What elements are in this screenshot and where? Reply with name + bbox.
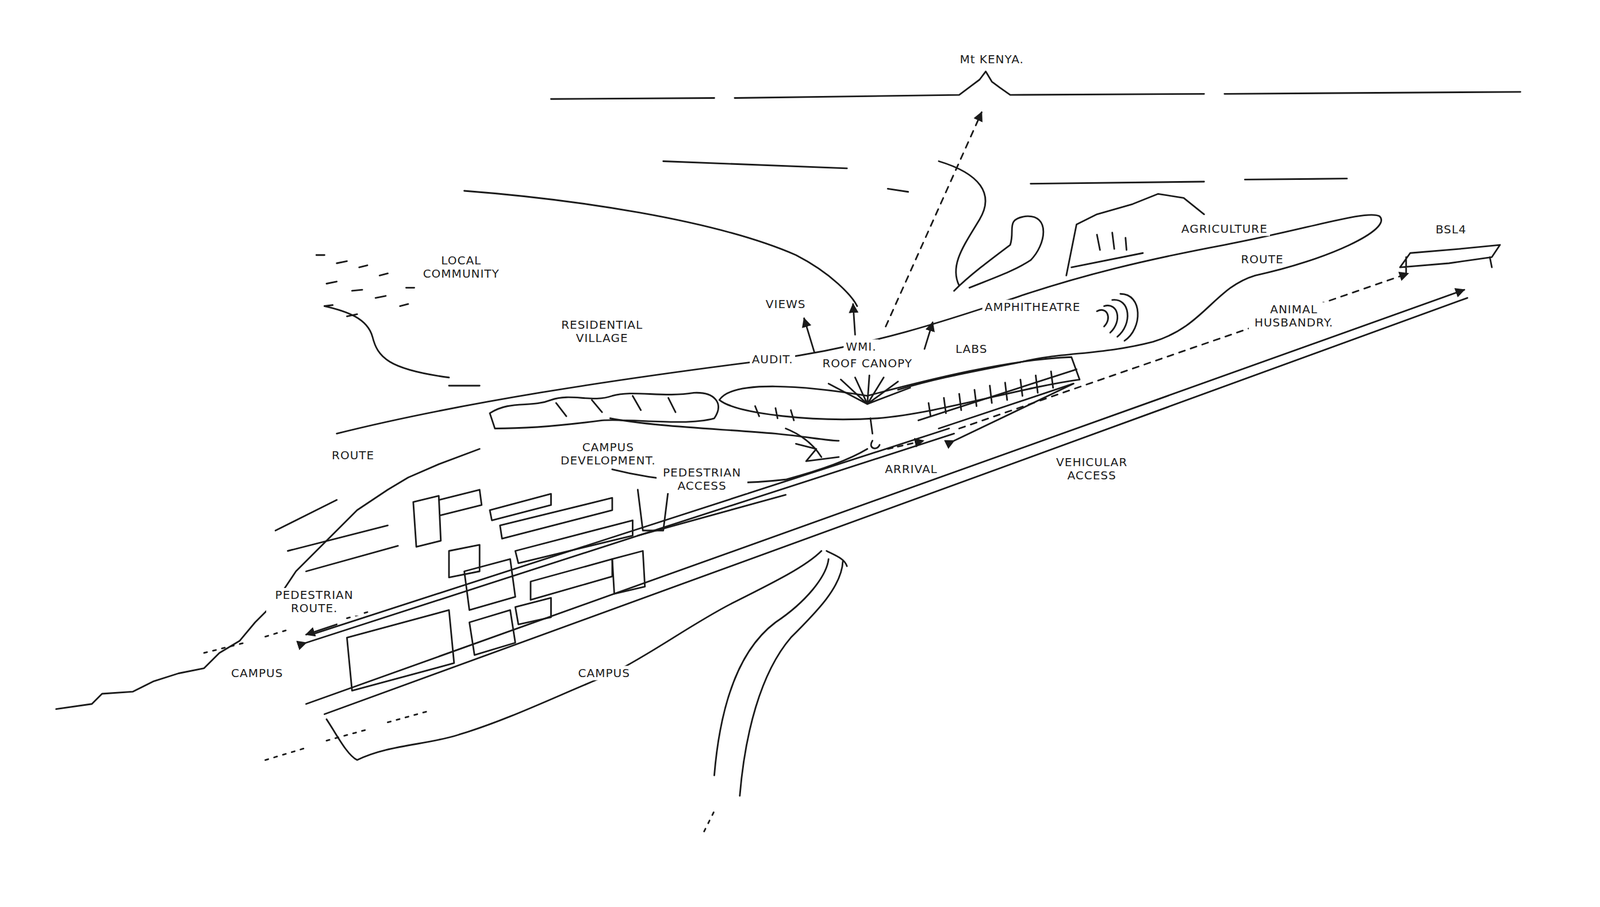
sketch-line — [449, 385, 480, 387]
site-label: LABS — [953, 342, 990, 357]
sketch-line — [826, 551, 847, 567]
sketch-line — [938, 160, 986, 286]
site-label: BSL4 — [1433, 222, 1469, 237]
site-label: VIEWS — [763, 296, 809, 312]
sketch-line — [489, 392, 719, 429]
site-label: LOCAL COMMUNITY — [415, 253, 507, 282]
sketch-line — [305, 624, 337, 635]
site-label: ROUTE — [1238, 251, 1286, 267]
site-label: ROUTE — [329, 447, 377, 463]
sketch-line — [898, 362, 1021, 390]
sketch-line — [1030, 178, 1348, 184]
site-label: CAMPUS DEVELOPMENT. — [551, 440, 666, 468]
site-label: RESIDENTIAL VILLAGE — [556, 317, 648, 346]
site-label: AGRICULTURE — [1179, 221, 1270, 236]
sketch-line — [311, 428, 949, 636]
site-label: CAMPUS — [576, 666, 633, 681]
sketch-line — [663, 160, 909, 192]
sketch-line — [885, 112, 982, 327]
sketch-lines — [56, 71, 1521, 832]
sketch-line — [853, 304, 856, 335]
sketch-line — [413, 489, 482, 547]
sketch-line — [324, 306, 450, 378]
site-label: PEDESTRIAN ROUTE. — [266, 588, 363, 616]
sketch-line — [870, 418, 880, 449]
sketch-line — [754, 405, 794, 421]
sketch-line — [515, 597, 551, 625]
site-label: WMI. — [843, 339, 879, 355]
sketch-line — [56, 449, 481, 710]
sketch-line — [612, 551, 646, 595]
sketch-line — [928, 371, 1054, 417]
sketch-line — [275, 500, 337, 531]
sketch-line — [1096, 293, 1138, 341]
site-label: ANIMAL HUSBANDRY. — [1248, 302, 1340, 331]
sketch-line — [305, 289, 1464, 705]
sketch-line — [346, 609, 454, 691]
sketch-line — [795, 443, 839, 462]
sketch-line — [637, 495, 786, 536]
sketch-line — [305, 433, 954, 643]
sketch-line — [954, 383, 1074, 441]
sketch-line — [785, 428, 822, 458]
site-label: AMPHITHEATRE — [982, 300, 1084, 315]
site-label: CAMPUS — [228, 666, 286, 681]
site-label: VEHICULAR ACCESS — [1046, 455, 1138, 483]
sketch-line — [828, 375, 911, 405]
site-label: ARRIVAL — [882, 462, 940, 477]
sketch-line — [739, 561, 843, 796]
sketch-line — [288, 525, 399, 572]
sketch-line — [1399, 244, 1500, 274]
sketch-line — [958, 273, 1408, 429]
sketch-line — [609, 418, 839, 441]
sketch-line — [336, 215, 1382, 435]
site-label: AUDIT. — [749, 351, 796, 367]
sketch-line — [804, 318, 815, 353]
sketch-line — [550, 71, 1521, 99]
site-label: PEDESTRIAN ACCESS — [656, 465, 748, 494]
sketch-line — [464, 559, 516, 611]
sketch-line — [918, 369, 1077, 421]
sketch-line — [324, 297, 1468, 715]
sketch-line — [1096, 232, 1127, 251]
sketch-line — [489, 493, 633, 564]
sketch-line — [637, 489, 669, 531]
sketch-line — [265, 711, 429, 761]
site-label: Mt KENYA. — [957, 51, 1027, 67]
sketch-line — [469, 609, 516, 655]
sketch-line — [954, 216, 1044, 291]
sketch-line — [938, 383, 1074, 429]
sketch-line — [530, 559, 613, 601]
sketch-line — [555, 396, 676, 417]
site-label: ROOF CANOPY — [819, 355, 915, 371]
sketch-line — [464, 190, 858, 307]
sketch-line — [704, 811, 715, 832]
